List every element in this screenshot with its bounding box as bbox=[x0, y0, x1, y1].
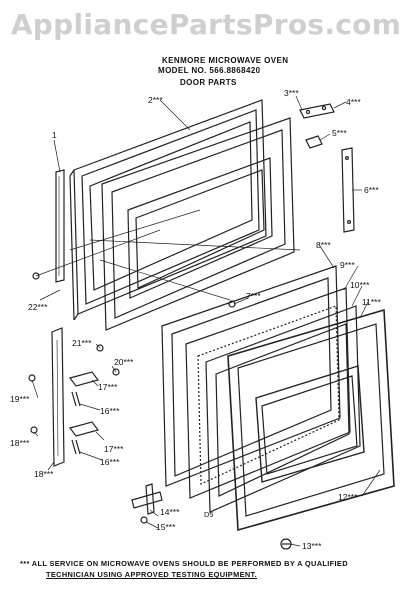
callout-6: 6*** bbox=[364, 185, 379, 195]
drawing-code: D5 bbox=[204, 510, 214, 519]
footnote-line-2: TECHNICIAN USING APPROVED TESTING EQUIPM… bbox=[46, 570, 257, 579]
part-12-front-panel bbox=[227, 308, 395, 532]
callout-17-lower: 17*** bbox=[104, 444, 124, 454]
callout-5: 5*** bbox=[332, 128, 347, 138]
callout-9: 9*** bbox=[340, 260, 355, 270]
model-number: MODEL NO. 566.8868420 bbox=[158, 66, 261, 75]
callout-15: 15*** bbox=[156, 522, 176, 532]
footnote-line-1: *** ALL SERVICE ON MICROWAVE OVENS SHOUL… bbox=[20, 559, 348, 568]
part-5-clip bbox=[305, 135, 323, 149]
callout-3: 3*** bbox=[284, 88, 299, 98]
callout-16-upper: 16*** bbox=[100, 406, 120, 416]
callout-1: 1 bbox=[52, 130, 57, 140]
callout-10: 10*** bbox=[350, 280, 370, 290]
part-18-latch-bar bbox=[51, 327, 65, 467]
part-10-window bbox=[205, 305, 361, 513]
callout-17-upper: 17*** bbox=[98, 382, 118, 392]
callout-19: 19*** bbox=[10, 394, 30, 404]
part-1-strip bbox=[55, 169, 65, 283]
callout-16-lower: 16*** bbox=[100, 457, 120, 467]
section-title: DOOR PARTS bbox=[180, 78, 237, 87]
part-13-screw bbox=[280, 538, 292, 550]
part-9-screen bbox=[185, 287, 351, 499]
callout-7: 7*** bbox=[246, 291, 261, 301]
callout-21: 21*** bbox=[72, 338, 92, 348]
diagram-title: KENMORE MICROWAVE OVEN bbox=[162, 56, 289, 65]
callout-14: 14*** bbox=[160, 507, 180, 517]
callout-20: 20*** bbox=[114, 357, 134, 367]
callout-18-bar: 18*** bbox=[34, 469, 54, 479]
part-17-latch-hook-lower bbox=[68, 421, 100, 455]
part-8-gasket bbox=[161, 265, 341, 487]
part-21-screw bbox=[96, 344, 104, 352]
part-20-screw bbox=[112, 368, 120, 376]
callout-11: 11*** bbox=[362, 297, 381, 307]
part-15-screw bbox=[140, 516, 148, 524]
watermark: AppliancePartsPros.com bbox=[10, 8, 402, 41]
part-17-latch-hook-upper bbox=[68, 371, 100, 407]
part-6-strip bbox=[341, 147, 355, 233]
part-18-screw bbox=[30, 426, 38, 434]
callout-13: 13*** bbox=[302, 541, 322, 551]
callout-4: 4*** bbox=[346, 97, 361, 107]
part-22-screw bbox=[32, 272, 40, 280]
leader-lines bbox=[31, 95, 381, 547]
part-7-screw bbox=[228, 300, 236, 308]
part-4-hinge-bracket bbox=[299, 103, 335, 119]
callout-8: 8*** bbox=[316, 240, 331, 250]
part-14-latch bbox=[131, 483, 163, 515]
callout-22: 22*** bbox=[28, 302, 48, 312]
callout-12: 12*** bbox=[338, 492, 358, 502]
callout-18-screw: 18*** bbox=[10, 438, 30, 448]
callout-2: 2*** bbox=[148, 95, 163, 105]
part-2-door-frame bbox=[69, 99, 267, 321]
